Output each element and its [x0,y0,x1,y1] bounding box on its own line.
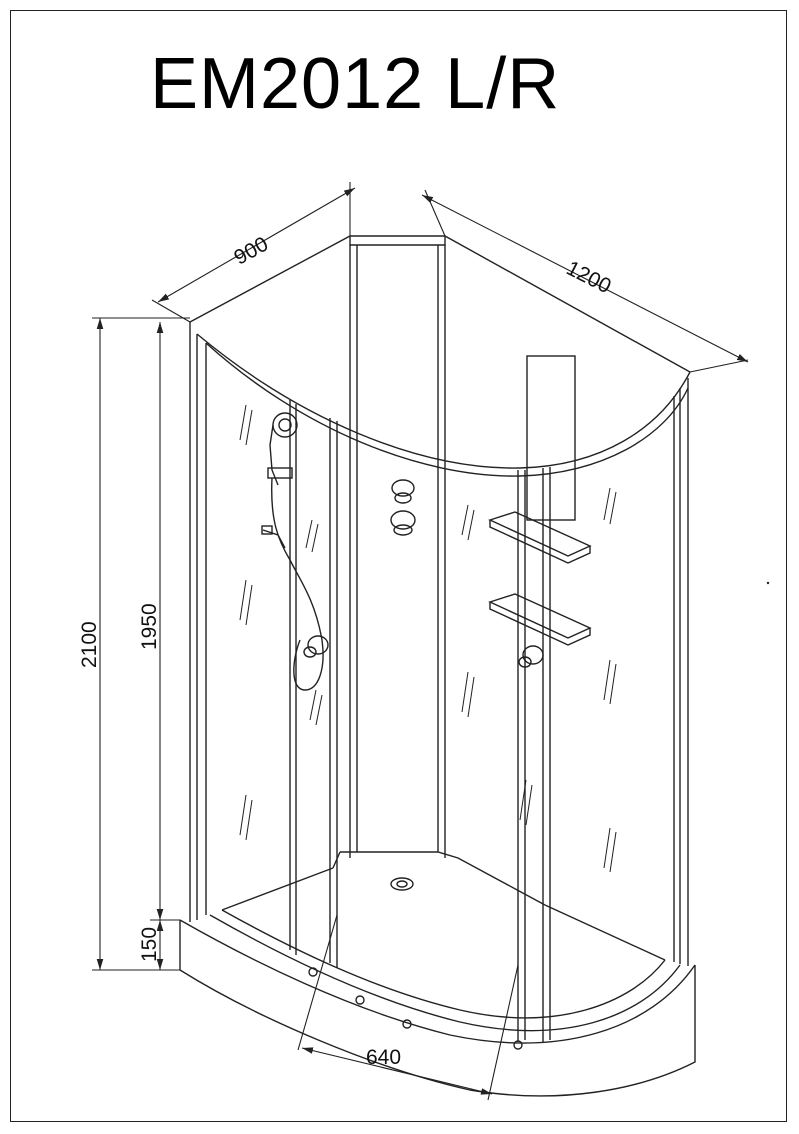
back-walls [332,245,546,906]
shower-tray [179,867,696,1097]
dimension-640 [297,914,519,1101]
label-1200: 1200 [563,257,615,299]
mixer-controls-icon [390,479,416,536]
glass-reflections [239,404,617,873]
shower-head-icon [261,412,324,691]
door-handle-icon [303,635,544,668]
dimension-1950 [150,322,180,921]
model-title: EM2012 L/R [150,44,561,124]
drawing-border [10,10,787,1122]
dimension-1200 [421,189,749,373]
dimension-2100 [92,317,190,971]
back-window-panel [526,355,576,521]
drain-icon [390,877,414,891]
curved-doors [517,378,689,1042]
label-640: 640 [366,1046,401,1069]
label-900: 900 [230,233,272,270]
label-150: 150 [138,927,161,962]
left-side-panel [189,322,338,968]
label-2100: 2100 [78,621,101,668]
cabin-roof [189,235,691,477]
glass-shelf-icon [488,511,592,646]
label-1950: 1950 [138,603,161,650]
door-roller-icon [308,967,523,1050]
